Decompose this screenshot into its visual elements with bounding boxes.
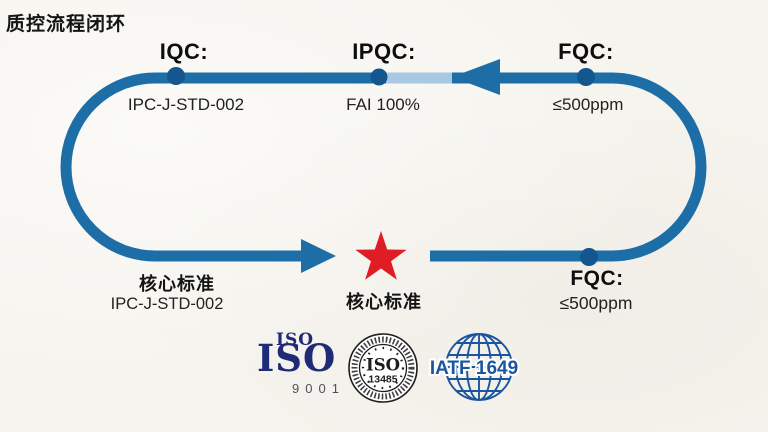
node-dot-iqc	[167, 67, 185, 85]
node-dot-ipqc	[370, 68, 388, 86]
iatf-label: IATF 1649	[430, 358, 518, 379]
core-standard-star-icon	[355, 231, 407, 280]
iso13485-seal-icon: ISO 13485	[348, 333, 418, 403]
arrow-left-icon	[452, 59, 500, 95]
station-ipqc-value: FAI 100%	[346, 95, 420, 114]
iatf-globe-icon	[445, 333, 513, 401]
station-fqc-top-value: ≤500ppm	[552, 95, 624, 114]
iso9001-top-text: ISO	[276, 330, 315, 350]
station-iqc-label: IQC:	[159, 39, 209, 64]
station-ipqc-label: IPQC:	[352, 39, 416, 64]
station-core-left-value: IPC-J-STD-002	[110, 295, 224, 313]
page-title: 质控流程闭环	[6, 14, 127, 35]
station-iqc-value: IPC-J-STD-002	[127, 95, 245, 114]
arrow-right-icon	[301, 239, 336, 273]
station-fqc-bottom-label: FQC:	[570, 267, 624, 290]
station-core-left-label: 核心标准	[139, 274, 215, 294]
station-core-center-label: 核心标准	[346, 292, 422, 312]
node-dot-fqc-top	[577, 68, 595, 86]
iso13485-main-text: ISO	[366, 356, 400, 375]
iso9001-logo: ISO ISO 9001	[256, 330, 344, 396]
iso9001-number: 9001	[292, 381, 345, 396]
station-fqc-top-label: FQC:	[558, 39, 614, 64]
iso9001-main-text: ISO	[257, 336, 337, 380]
station-fqc-bottom-value: ≤500ppm	[559, 293, 633, 313]
iso13485-number: 13485	[368, 374, 397, 386]
iatf-logo: IATF 1649	[428, 333, 520, 401]
node-dot-fqc-bottom	[580, 248, 598, 266]
